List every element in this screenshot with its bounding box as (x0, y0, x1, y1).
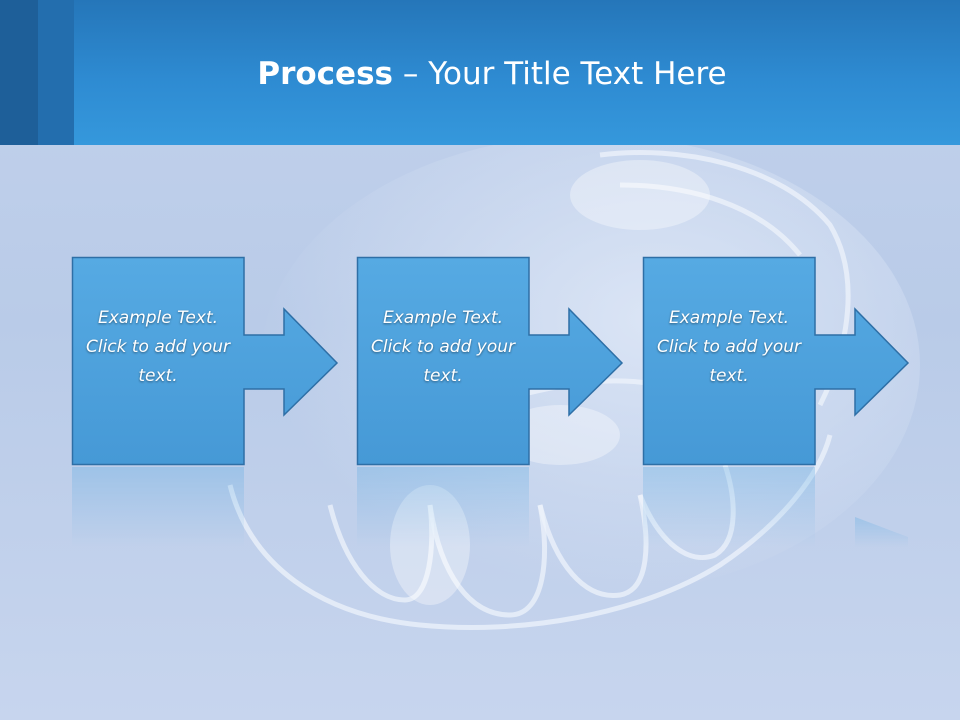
title-bar-accent-dark (0, 0, 38, 145)
step-3-arrow-shape (642, 256, 910, 466)
slide-title-rest: Your Title Text Here (428, 56, 727, 92)
process-step-2[interactable]: Example Text. Click to add your text. (356, 256, 624, 466)
step-3-label: Example Text. Click to add your text. (656, 307, 801, 386)
step-1-label: Example Text. Click to add your text. (85, 307, 230, 386)
slide-title[interactable]: Process – Your Title Text Here (0, 54, 960, 94)
step-2-arrow-shape (356, 256, 624, 466)
process-step-1[interactable]: Example Text. Click to add your text. (71, 256, 339, 466)
steps-reflection (72, 467, 908, 547)
slide-title-dash: – (393, 56, 429, 92)
process-step-3[interactable]: Example Text. Click to add your text. (642, 256, 910, 466)
title-bar-accent-mid (38, 0, 74, 145)
step-1-arrow-shape (71, 256, 339, 466)
title-bar: Process – Your Title Text Here (0, 0, 960, 145)
slide-title-bold: Process (257, 56, 393, 92)
step-2-label: Example Text. Click to add your text. (370, 307, 515, 386)
